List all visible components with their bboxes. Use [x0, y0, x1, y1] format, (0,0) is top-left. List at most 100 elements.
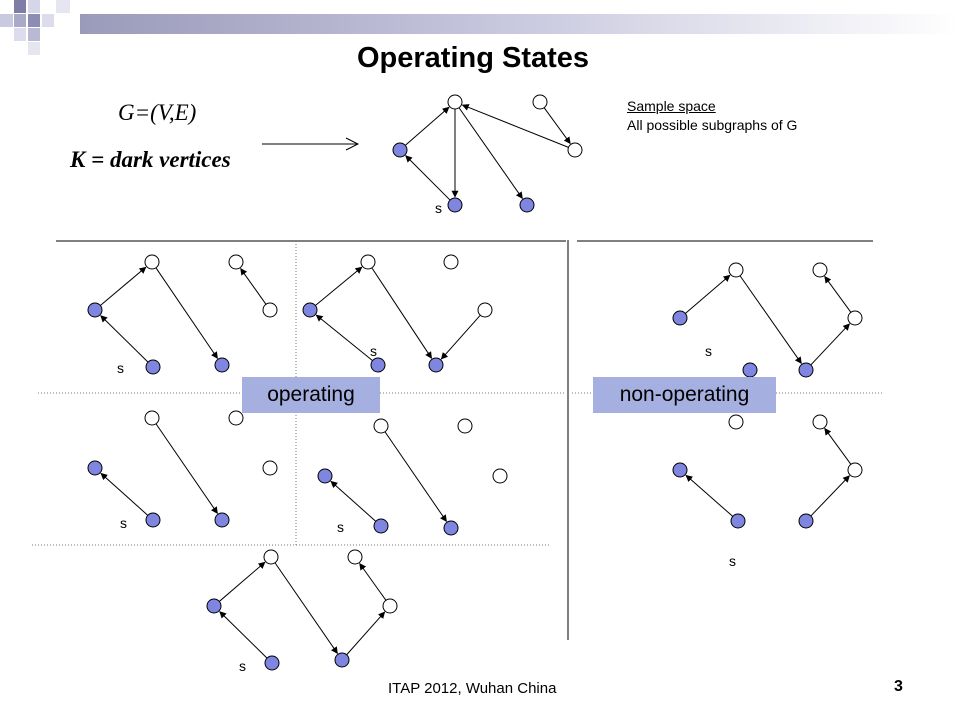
- edge-a-b: [100, 266, 147, 306]
- dark-vertex: [730, 513, 746, 529]
- light-vertex: [457, 418, 473, 434]
- graph-definition: G=(V,E): [118, 100, 197, 125]
- source-label: s: [337, 519, 344, 535]
- edge-b-d: [739, 275, 802, 365]
- light-vertex: [347, 549, 363, 565]
- slide-corner-decoration: [0, 0, 70, 55]
- dark-vertex: [145, 359, 161, 375]
- dark-vertex: [334, 652, 350, 668]
- subgraph-nonop-1: s: [672, 262, 863, 378]
- footer-text: ITAP 2012, Wuhan China: [388, 680, 557, 697]
- edge-b-d: [371, 267, 433, 359]
- dark-vertex: [87, 302, 103, 318]
- slide-title: Operating States: [356, 42, 590, 74]
- subgraph-op-2: s: [302, 254, 493, 373]
- edge-e-c: [240, 267, 267, 305]
- dark-vertex: [443, 520, 459, 536]
- k-definition: K = dark vertices: [70, 147, 231, 172]
- edge-b-d: [155, 423, 218, 514]
- light-vertex: [812, 262, 828, 278]
- dark-vertex: [672, 310, 688, 326]
- light-vertex: [728, 262, 744, 278]
- dark-vertex: [672, 462, 688, 478]
- edge-d-e: [346, 611, 386, 656]
- dark-vertex: [206, 598, 222, 614]
- edge-b-d: [155, 267, 218, 359]
- subgraph-op-3: s: [87, 410, 278, 531]
- edge-e-c: [359, 562, 387, 601]
- edge-s-a: [330, 480, 377, 522]
- non-operating-tag: non-operating: [593, 377, 776, 413]
- edge-a-b: [218, 561, 266, 602]
- dark-vertex: [214, 512, 230, 528]
- edge-e-d: [440, 314, 481, 360]
- page-number: 3: [894, 678, 903, 695]
- dark-vertex: [392, 142, 408, 158]
- light-vertex: [847, 462, 863, 478]
- edge-a-b: [404, 106, 450, 146]
- edge-b-d: [274, 562, 338, 654]
- edge-a-b: [315, 266, 363, 306]
- edge-e-c: [824, 275, 852, 313]
- subgraph-op-5: s: [206, 549, 398, 674]
- light-vertex: [144, 254, 160, 270]
- light-vertex: [373, 418, 389, 434]
- edge-e-c: [824, 427, 852, 465]
- source-label: s: [370, 343, 377, 359]
- dark-vertex: [798, 362, 814, 378]
- edge-s-a: [315, 314, 373, 361]
- dark-vertex: [447, 197, 463, 213]
- source-label: s: [729, 553, 736, 569]
- light-vertex: [443, 254, 459, 270]
- light-vertex: [477, 302, 493, 318]
- light-vertex: [532, 94, 548, 110]
- light-vertex: [262, 302, 278, 318]
- dark-vertex: [145, 512, 161, 528]
- dark-vertex: [214, 357, 230, 373]
- source-label: s: [117, 360, 124, 376]
- sample-space-label: Sample space: [627, 98, 716, 114]
- dark-vertex: [373, 518, 389, 534]
- edge-b-d: [458, 107, 523, 200]
- light-vertex: [847, 310, 863, 326]
- source-label: s: [239, 658, 246, 674]
- title-banner: [80, 14, 960, 34]
- edge-d-e: [810, 475, 850, 517]
- edge-e-b: [461, 104, 569, 148]
- subgraph-full: s: [392, 94, 583, 216]
- dark-vertex: [428, 357, 444, 373]
- dark-vertex: [742, 362, 758, 378]
- light-vertex: [567, 142, 583, 158]
- light-vertex: [262, 460, 278, 476]
- light-vertex: [447, 94, 463, 110]
- edge-a-b: [684, 274, 731, 314]
- light-vertex: [228, 410, 244, 426]
- light-vertex: [812, 414, 828, 430]
- dark-vertex: [317, 468, 333, 484]
- source-label: s: [705, 343, 712, 359]
- subgraph-nonop-2: s: [672, 414, 863, 569]
- edge-s-a: [219, 611, 268, 659]
- light-vertex: [263, 549, 279, 565]
- subgraph-op-4: s: [317, 418, 508, 536]
- edge-s-a: [405, 155, 451, 201]
- dark-vertex: [370, 357, 386, 373]
- light-vertex: [144, 410, 160, 426]
- operating-tag: operating: [242, 377, 380, 413]
- dark-vertex: [519, 197, 535, 213]
- source-label: s: [120, 515, 127, 531]
- edge-s-a: [100, 315, 149, 363]
- light-vertex: [360, 254, 376, 270]
- light-vertex: [728, 414, 744, 430]
- light-vertex: [382, 598, 398, 614]
- edge-d-e: [810, 323, 850, 366]
- edge-s-a: [100, 472, 149, 516]
- source-label: s: [435, 200, 442, 216]
- dark-vertex: [264, 655, 280, 671]
- sample-space-description: All possible subgraphs of G: [627, 117, 798, 133]
- dark-vertex: [302, 302, 318, 318]
- subgraph-op-1: s: [87, 254, 278, 376]
- edge-b-d: [384, 431, 447, 522]
